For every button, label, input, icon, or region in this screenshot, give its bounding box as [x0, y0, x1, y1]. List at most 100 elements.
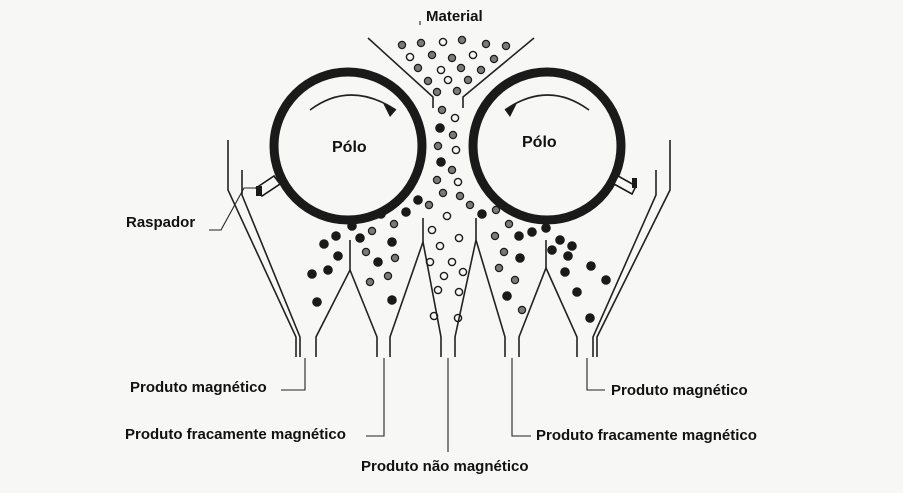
particle: [450, 113, 460, 123]
particle: [433, 285, 443, 295]
particle: [489, 54, 499, 64]
particle: [601, 275, 611, 285]
particle: [563, 251, 573, 261]
particle: [427, 225, 437, 235]
weakly-magnetic-product-left-label: Produto fracamente magnético: [125, 426, 346, 443]
particle: [323, 265, 333, 275]
particle: [447, 257, 457, 267]
particle: [514, 231, 524, 241]
particle: [499, 247, 509, 257]
particle: [468, 50, 478, 60]
pole-right-label: Pólo: [522, 134, 557, 151]
particle: [491, 205, 501, 215]
particle: [572, 287, 582, 297]
feed-hopper: [367, 37, 535, 108]
particle: [361, 247, 371, 257]
pole-left-label: Pólo: [332, 139, 367, 156]
particle: [586, 261, 596, 271]
particle: [367, 226, 377, 236]
particle: [477, 209, 487, 219]
particle: [547, 245, 557, 255]
particle: [423, 76, 433, 86]
scraper-right: [612, 174, 638, 196]
particle: [541, 223, 551, 233]
particle: [458, 267, 468, 277]
particle: [387, 295, 397, 305]
particle: [387, 237, 397, 247]
particle: [307, 269, 317, 279]
particle: [510, 275, 520, 285]
particle: [331, 231, 341, 241]
particles: [307, 35, 611, 323]
particle: [425, 257, 435, 267]
particle: [476, 65, 486, 75]
particle: [439, 271, 449, 281]
particle: [365, 277, 375, 287]
leader-lines: [209, 21, 605, 452]
magnetic-product-left-label: Produto magnético: [130, 379, 267, 396]
particle: [527, 227, 537, 237]
particle: [413, 195, 423, 205]
particle: [376, 209, 386, 219]
particle: [397, 40, 407, 50]
particle: [481, 39, 491, 49]
particle: [447, 165, 457, 175]
scraper-left: [254, 174, 282, 198]
particle: [442, 211, 452, 221]
non-magnetic-product-label: Produto não magnético: [361, 458, 529, 475]
particle: [501, 41, 511, 51]
particle: [437, 105, 447, 115]
particle: [504, 219, 514, 229]
particle: [443, 75, 453, 85]
particle: [515, 253, 525, 263]
particle: [389, 219, 399, 229]
magnetic-product-right-label: Produto magnético: [611, 382, 748, 399]
particle: [502, 291, 512, 301]
scraper-label: Raspador: [126, 214, 195, 231]
particle: [383, 271, 393, 281]
roller-right: [468, 67, 626, 225]
particle: [435, 241, 445, 251]
particle: [490, 231, 500, 241]
particle: [454, 287, 464, 297]
particle: [436, 157, 446, 167]
particle: [427, 50, 437, 60]
particle: [465, 200, 475, 210]
particle: [319, 239, 329, 249]
particle: [457, 35, 467, 45]
particle: [435, 123, 445, 133]
particle: [451, 145, 461, 155]
particle: [432, 175, 442, 185]
particle: [585, 313, 595, 323]
particle: [555, 235, 565, 245]
particle: [463, 75, 473, 85]
particle: [347, 221, 357, 231]
particle: [436, 65, 446, 75]
particle: [355, 233, 365, 243]
particle: [453, 177, 463, 187]
particle: [452, 86, 462, 96]
particle: [438, 188, 448, 198]
particle: [333, 251, 343, 261]
particle: [454, 233, 464, 243]
particle: [432, 87, 442, 97]
collection-chutes: [227, 140, 671, 357]
particle: [373, 257, 383, 267]
particle: [312, 297, 322, 307]
particle: [448, 130, 458, 140]
particle: [405, 52, 415, 62]
particle: [429, 311, 439, 321]
particle: [517, 305, 527, 315]
roller-left: [269, 67, 427, 225]
particle: [560, 267, 570, 277]
particle: [438, 37, 448, 47]
particle: [413, 63, 423, 73]
particle: [455, 191, 465, 201]
particle: [567, 241, 577, 251]
particle: [401, 207, 411, 217]
particle: [433, 141, 443, 151]
particle: [456, 63, 466, 73]
particle: [447, 53, 457, 63]
particle: [494, 263, 504, 273]
